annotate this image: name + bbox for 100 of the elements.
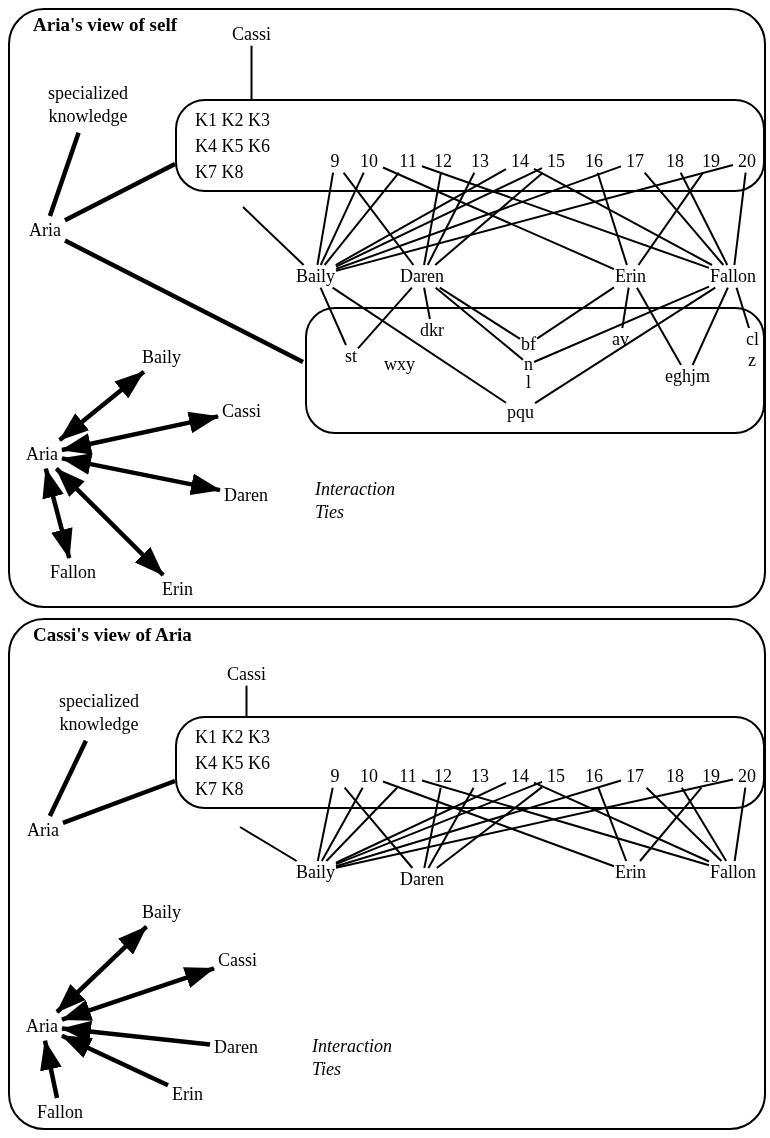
connector-line (735, 286, 750, 329)
item-label: pqu (507, 402, 534, 423)
connector-line (319, 286, 347, 346)
connector-line (421, 779, 710, 867)
connector-line (245, 684, 248, 717)
connector-line (342, 171, 415, 266)
number-label: 10 (356, 151, 382, 172)
knowledge-list: K1 K2 K3 K4 K5 K6 K7 K8 (195, 724, 285, 802)
double-arrow (55, 925, 148, 1014)
person-name: Aria (27, 820, 59, 841)
connector-line (334, 168, 507, 266)
connector-line (435, 786, 543, 869)
person-name: Fallon (50, 562, 96, 583)
panel-frame (8, 8, 766, 608)
connector-line (47, 132, 81, 217)
double-arrow (61, 411, 219, 455)
number-label: 18 (662, 151, 688, 172)
connector-line (423, 786, 442, 869)
number-label: 14 (507, 151, 533, 172)
connector-line (421, 165, 710, 269)
double-arrow (54, 467, 165, 577)
connector-line (357, 286, 413, 350)
person-name: Erin (615, 266, 646, 287)
connector-line (320, 786, 364, 862)
connector-line (733, 171, 747, 266)
knowledge-box (175, 716, 765, 809)
item-label: av (612, 329, 629, 350)
person-name: Fallon (37, 1102, 83, 1123)
node-label: specialized knowledge (37, 690, 161, 737)
connector-line (733, 786, 747, 862)
connector-line (534, 286, 717, 405)
connector-line (621, 286, 630, 329)
connector-line (434, 171, 544, 266)
connector-line (325, 786, 399, 862)
connector-line (316, 171, 335, 266)
connector-line (63, 238, 305, 364)
person-name: Erin (172, 1084, 203, 1105)
double-arrow (61, 453, 221, 496)
connector-line (596, 171, 628, 266)
connector-line (427, 786, 475, 869)
connector-line (679, 171, 729, 266)
italic-note: Interaction Ties (315, 478, 396, 525)
number-label: 20 (734, 766, 760, 787)
item-label: cl (746, 329, 759, 350)
knowledge-box (175, 99, 765, 192)
connector-line (533, 285, 710, 363)
number-label: 17 (622, 151, 648, 172)
number-label: 11 (395, 151, 421, 172)
connector-line (635, 286, 683, 366)
connector-line (242, 206, 305, 266)
connector-line (533, 167, 713, 266)
connector-line (645, 786, 723, 862)
connector-line (434, 286, 524, 361)
person-name: Daren (214, 1037, 258, 1058)
connector-line (597, 786, 628, 862)
connector-line (335, 165, 622, 270)
number-label: 14 (507, 766, 533, 787)
item-label: z (748, 350, 756, 371)
person-name: Aria (26, 1016, 58, 1037)
person-name: Erin (615, 862, 646, 883)
item-label: eghjm (665, 366, 710, 387)
person-name: Erin (162, 579, 193, 600)
connector-line (239, 826, 298, 862)
number-label: 13 (467, 151, 493, 172)
number-label: 12 (430, 766, 456, 787)
arrow (61, 1020, 211, 1047)
person-name: Baily (296, 862, 335, 883)
connector-line (323, 171, 400, 266)
connector-line (335, 167, 543, 268)
connector-line (423, 286, 431, 320)
item-label: st (345, 346, 357, 367)
item-label: l (526, 372, 531, 393)
person-name: Fallon (710, 862, 756, 883)
connector-line (335, 779, 622, 868)
connector-line (335, 164, 734, 272)
number-label: 19 (698, 151, 724, 172)
person-name: Daren (400, 266, 444, 287)
number-label: 16 (581, 766, 607, 787)
connector-line (316, 786, 334, 862)
connector-line (63, 162, 177, 223)
connector-line (423, 171, 442, 266)
number-label: 18 (662, 766, 688, 787)
connector-line (319, 171, 365, 266)
connector-line (382, 166, 615, 271)
person-name: Baily (142, 902, 181, 923)
item-label: bf (521, 334, 536, 355)
person-name: Fallon (710, 266, 756, 287)
person-name: Daren (224, 485, 268, 506)
person-name: Baily (296, 266, 335, 287)
double-arrow (42, 467, 73, 559)
connector-line (335, 778, 734, 869)
item-label: n (524, 354, 533, 375)
person-name: Cassi (218, 950, 257, 971)
panel-title: Aria's view of self (33, 14, 178, 37)
panel-title: Cassi's view of Aria (33, 624, 192, 647)
number-label: 9 (322, 766, 348, 787)
number-label: 9 (322, 151, 348, 172)
connector-line (639, 786, 703, 862)
number-label: 20 (734, 151, 760, 172)
italic-note: Interaction Ties (312, 1035, 393, 1082)
